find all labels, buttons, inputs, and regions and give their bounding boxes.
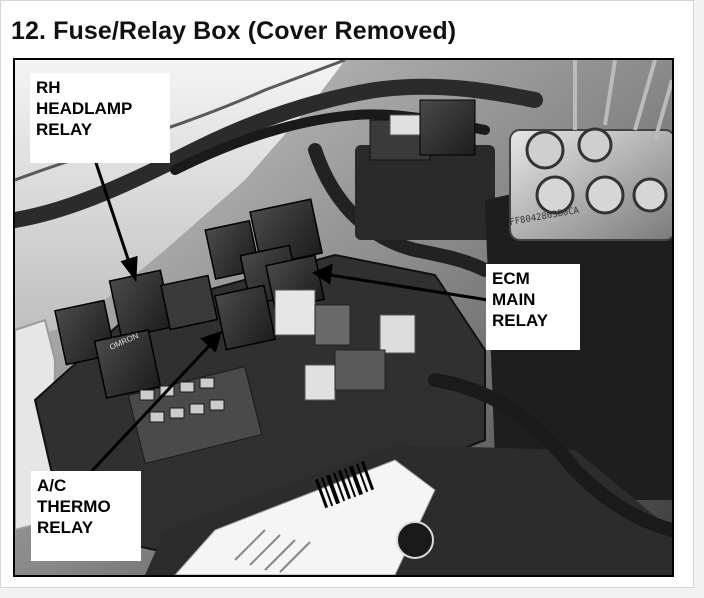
relay-ac-thermo <box>214 284 277 351</box>
callout-rh-line-2: HEADLAMP <box>36 99 133 118</box>
callout-ecm-main-relay: ECM MAIN RELAY <box>486 264 580 350</box>
upper-relay-housing <box>355 145 495 240</box>
relay-left-2 <box>93 328 162 399</box>
relay-mid-1 <box>160 274 219 331</box>
maxi-fuse-4 <box>304 364 336 401</box>
maxi-fuse-1 <box>274 289 316 336</box>
barcode <box>314 460 375 509</box>
abs-port-3 <box>535 175 575 215</box>
arrowhead-ecm-main <box>311 263 333 285</box>
abs-port-5 <box>632 177 668 213</box>
upper-relay <box>419 99 476 156</box>
callout-ecm-line-1: ECM <box>492 269 530 288</box>
callout-rh-headlamp-relay: RH HEADLAMP RELAY <box>30 73 170 163</box>
callout-ac-line-2: THERMO <box>37 497 111 516</box>
leader-ecm-main <box>329 273 489 302</box>
corrugated-loom <box>308 143 492 277</box>
relay-rh-headlamp <box>108 269 174 339</box>
battery-cable <box>428 373 672 537</box>
mini-fuse-block <box>334 349 386 391</box>
leader-rh-headlamp <box>93 159 132 266</box>
leader-ac-thermo <box>88 343 212 475</box>
upper-fuse-light <box>389 114 421 136</box>
callout-rh-line-1: RH <box>36 78 61 97</box>
arrowhead-rh-headlamp <box>120 255 138 283</box>
battery-label-text-lines <box>234 529 311 573</box>
battery-label <box>174 459 436 575</box>
page: 12. Fuse/Relay Box (Cover Removed) <box>0 0 694 588</box>
recycle-symbol <box>396 521 434 559</box>
figure-title: 12. Fuse/Relay Box (Cover Removed) <box>11 17 457 45</box>
wiring-harness-top <box>15 78 543 228</box>
callout-ac-line-1: A/C <box>37 476 67 495</box>
arrowhead-ac-thermo <box>200 330 223 353</box>
callout-ecm-line-3: RELAY <box>492 311 549 330</box>
callout-ac-line-3: RELAY <box>37 518 94 537</box>
abs-port-2 <box>577 127 613 163</box>
abs-port-4 <box>585 175 625 215</box>
callout-ac-thermo-relay: A/C THERMO RELAY <box>31 471 141 561</box>
callout-ecm-line-2: MAIN <box>492 290 536 309</box>
fuse-rows <box>127 365 263 465</box>
maxi-fuse-3 <box>379 314 416 354</box>
brake-lines <box>573 60 672 141</box>
abs-port-1 <box>525 130 565 170</box>
maxi-fuse-2 <box>314 304 351 346</box>
relay-group <box>54 198 326 399</box>
callout-rh-line-3: RELAY <box>36 120 93 139</box>
leader-lines <box>88 159 489 475</box>
